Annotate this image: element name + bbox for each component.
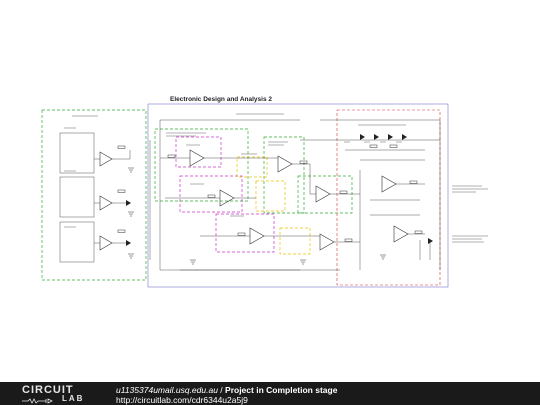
green-mid-box: [263, 136, 305, 214]
footer-bar: CIRCUIT LAB u1135374umail.usq.edu.au / P…: [0, 382, 540, 405]
logo-trace-icon: [22, 398, 53, 404]
opamp-2: [99, 195, 113, 211]
green-right-box: [297, 175, 353, 214]
label-stroke: [64, 115, 98, 228]
ground-symbol: [300, 259, 306, 265]
resistor: [237, 232, 246, 236]
wire: [396, 183, 425, 235]
logo-text-lab: LAB: [62, 394, 85, 403]
green-filter-box: [154, 128, 249, 202]
sensor-block-2: [59, 176, 95, 218]
resistor: [207, 194, 216, 198]
resistor: [409, 180, 418, 184]
resistor: [344, 238, 353, 242]
diode: [374, 134, 379, 140]
label-stroke: [236, 113, 288, 155]
diode: [126, 200, 131, 206]
output-circuit-detection-box: [41, 109, 147, 281]
opamp-10: [381, 175, 397, 193]
resistor: [299, 160, 308, 164]
ground-symbol: [128, 253, 134, 259]
resistor: [117, 229, 126, 233]
opamp-9: [319, 233, 335, 251]
diode: [360, 134, 365, 140]
components: [117, 144, 423, 242]
label-stroke: [166, 132, 244, 217]
resistor: [389, 144, 398, 148]
resistor: [339, 190, 348, 194]
ground-symbol: [380, 254, 386, 260]
circuitlab-logo[interactable]: CIRCUIT LAB: [22, 384, 100, 404]
wire: [292, 163, 316, 195]
wires: [94, 119, 441, 271]
diodes: [126, 134, 433, 246]
diode: [388, 134, 393, 140]
label-stroke: [452, 235, 488, 243]
resistor: [167, 154, 176, 158]
footer-user-project: u1135374umail.usq.edu.au / Project in Co…: [116, 385, 337, 395]
wire: [345, 149, 425, 161]
tiny-labels: [64, 113, 488, 243]
opamp-11: [393, 225, 409, 243]
label-stroke: [452, 185, 488, 193]
sensor-block-3: [59, 221, 95, 263]
opamp-4: [189, 149, 205, 167]
yellow-box-3: [279, 227, 311, 255]
resistor: [117, 145, 126, 149]
magenta-box-3: [215, 213, 275, 253]
yellow-box-2: [255, 180, 286, 212]
yellow-box-1: [236, 156, 268, 178]
diode: [126, 240, 131, 246]
wire: [159, 119, 300, 271]
ground-symbol: [190, 259, 196, 265]
wire: [320, 119, 441, 270]
wire: [94, 150, 131, 160]
wire: [359, 170, 420, 270]
magenta-box-2: [179, 175, 243, 213]
wire: [419, 240, 431, 260]
grounds: [128, 167, 386, 265]
magenta-box-1: [175, 136, 222, 168]
opamp-3: [99, 235, 113, 251]
footer-url[interactable]: http://circuitlab.com/cdr6344u2a5j9: [116, 395, 248, 405]
opamp-1: [99, 151, 113, 167]
sensor-block-1: [59, 132, 95, 174]
ground-symbol: [128, 211, 134, 217]
schematic-svg: [41, 103, 488, 288]
label-stroke: [344, 124, 406, 143]
logo-text-circuit: CIRCUIT: [22, 384, 74, 396]
opamp-6: [249, 227, 265, 245]
footer-project-name[interactable]: Project in Completion stage: [225, 385, 338, 395]
footer-username[interactable]: u1135374umail.usq.edu.au: [116, 385, 218, 395]
schematic-canvas: Electronic Design and Analysis 2: [41, 96, 488, 288]
diagram-title: Electronic Design and Analysis 2: [170, 96, 272, 103]
resistor: [117, 189, 126, 193]
main-frame: [147, 103, 449, 288]
opamp-5: [219, 189, 235, 207]
opamp-group: [99, 149, 409, 251]
opamp-7: [277, 155, 293, 173]
diode: [428, 238, 433, 244]
resistor: [369, 144, 378, 148]
opamp-8: [315, 185, 331, 203]
ground-symbol: [128, 167, 134, 173]
resistor: [414, 230, 423, 234]
wire: [330, 193, 360, 243]
diode: [402, 134, 407, 140]
footer-separator: /: [217, 385, 226, 395]
